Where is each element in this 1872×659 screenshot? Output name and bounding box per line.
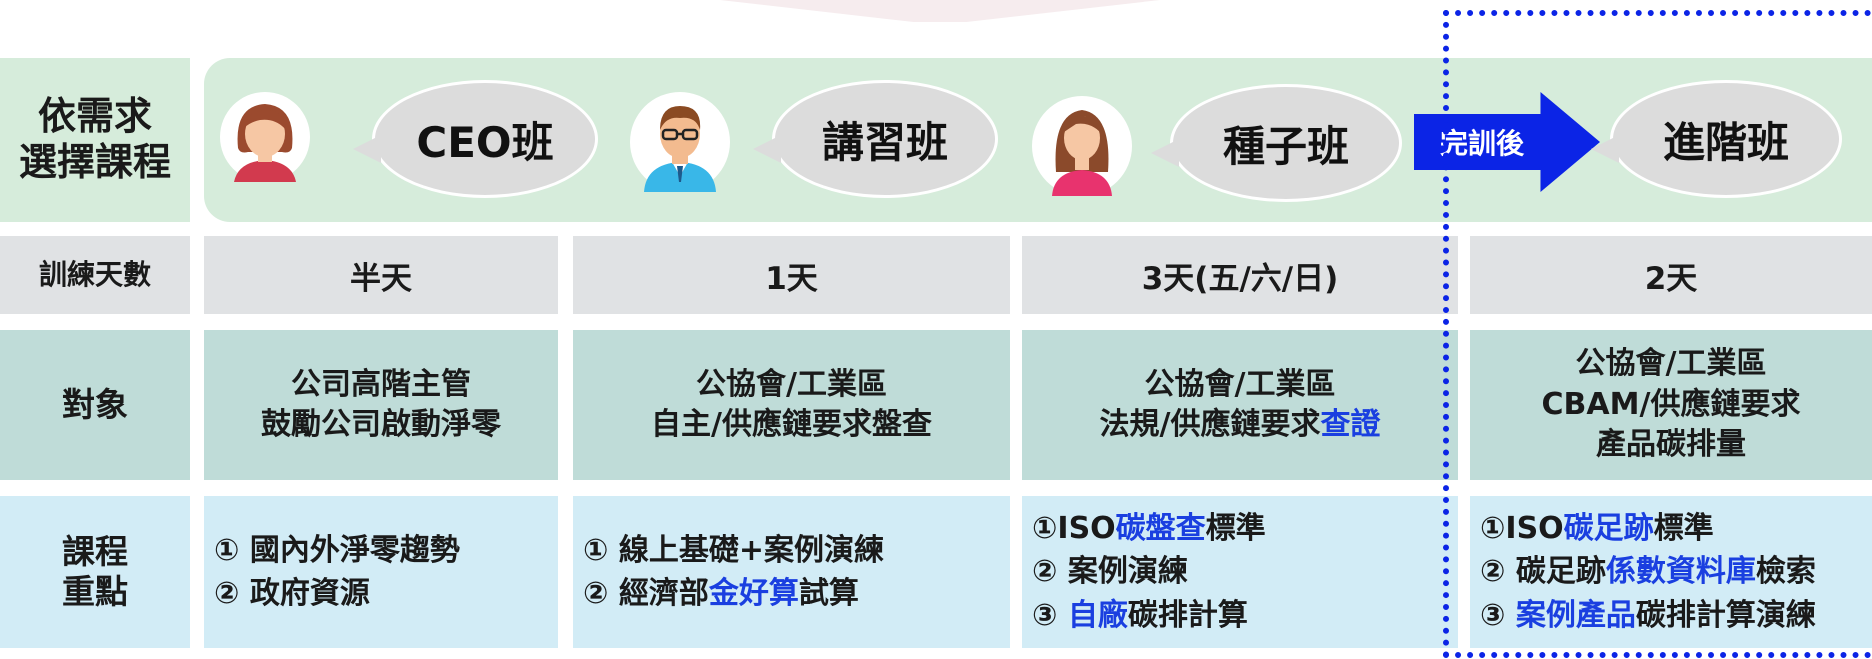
target-cell-ceo: 公司高階主管 鼓勵公司啟動淨零 — [204, 330, 558, 480]
class-name: 種子班 — [1222, 121, 1349, 171]
highlight-text: 自廠 — [1067, 597, 1128, 633]
target-line: 鼓勵公司啟動淨零 — [261, 407, 501, 442]
arrow-label: 完訓後 — [1440, 127, 1525, 160]
class-name: 講習班 — [821, 117, 948, 167]
focus-cell-ceo: ① 國內外淨零趨勢 ② 政府資源 — [204, 496, 558, 648]
label-line: 選擇課程 — [18, 140, 171, 184]
focus-cell-lecture: ① 線上基礎+案例演練 ② 經濟部金好算試算 — [573, 496, 1010, 648]
days-cell-seed: 3天(五/六/日) — [1022, 236, 1458, 314]
days-cell-lecture: 1天 — [573, 236, 1010, 314]
highlight-text: 金好算 — [708, 576, 799, 611]
focus-line: ② 碳足跡係數資料庫檢索 — [1480, 554, 1816, 590]
label-line: 依需求 — [37, 94, 152, 139]
target-line: 公司高階主管 — [291, 366, 471, 402]
focus-cell-advanced: ①ISO碳足跡標準 ② 碳足跡係數資料庫檢索 ③ 案例產品碳排計算演練 — [1470, 496, 1872, 648]
focus-line: ①ISO碳盤查標準 — [1032, 510, 1266, 546]
label-line: 課程 — [62, 532, 128, 572]
target-line: 產品碳排量 — [1596, 427, 1746, 463]
woman-short-hair-avatar — [220, 92, 310, 182]
seed-class-bubble: 種子班 — [1151, 84, 1402, 202]
woman-long-hair-avatar — [1032, 96, 1132, 196]
target-line: 公協會/工業區 — [1575, 346, 1767, 382]
focus-line: ② 案例演練 — [1032, 554, 1188, 590]
class-name: 進階班 — [1662, 117, 1789, 167]
row-label-choose-course: 依需求選擇課程 — [0, 58, 190, 222]
target-line: 法規/供應鏈要求查證 — [1099, 407, 1381, 442]
highlight-text: 案例產品 — [1515, 597, 1636, 633]
advanced-column-dashed-border — [1443, 10, 1872, 658]
focus-line: ② 經濟部金好算試算 — [583, 576, 859, 611]
top-decorative-shape — [720, 0, 1160, 22]
target-line: 公協會/工業區 — [1144, 366, 1336, 402]
highlight-text: 碳足跡 — [1563, 510, 1654, 546]
man-glasses-avatar — [630, 92, 730, 192]
target-cell-advanced: 公協會/工業區 CBAM/供應鏈要求 產品碳排量 — [1470, 330, 1872, 480]
target-line: CBAM/供應鏈要求 — [1541, 386, 1801, 422]
days-cell-ceo: 半天 — [204, 236, 558, 314]
target-line: 公協會/工業區 — [696, 366, 887, 402]
row-label-focus: 課程重點 — [0, 496, 190, 648]
highlight-text: 係數資料庫 — [1605, 554, 1756, 590]
row-label-target: 對象 — [0, 330, 190, 480]
target-cell-lecture: 公協會/工業區 自主/供應鏈要求盤查 — [573, 330, 1010, 480]
lecture-class-bubble: 講習班 — [753, 80, 998, 198]
target-line: 自主/供應鏈要求盤查 — [651, 407, 932, 442]
class-name: CEO班 — [416, 117, 554, 167]
focus-line: ① 線上基礎+案例演練 — [583, 532, 884, 568]
label-line: 重點 — [62, 572, 128, 611]
focus-line: ③ 案例產品碳排計算演練 — [1480, 597, 1816, 633]
target-cell-seed: 公協會/工業區 法規/供應鏈要求查證 — [1022, 330, 1458, 480]
highlight-text: 碳盤查 — [1115, 510, 1206, 546]
focus-line: ② 政府資源 — [214, 576, 370, 611]
focus-cell-seed: ①ISO碳盤查標準 ② 案例演練 ③ 自廠碳排計算 — [1022, 496, 1458, 648]
ceo-class-bubble: CEO班 — [353, 80, 598, 198]
focus-line: ① 國內外淨零趨勢 — [214, 532, 460, 568]
focus-line: ③ 自廠碳排計算 — [1032, 597, 1248, 633]
days-cell-advanced: 2天 — [1470, 236, 1872, 314]
focus-line: ①ISO碳足跡標準 — [1480, 510, 1714, 546]
advanced-class-bubble: 進階班 — [1591, 80, 1842, 198]
row-label-training-days: 訓練天數 — [0, 236, 190, 314]
highlight-text: 查證 — [1320, 407, 1381, 442]
